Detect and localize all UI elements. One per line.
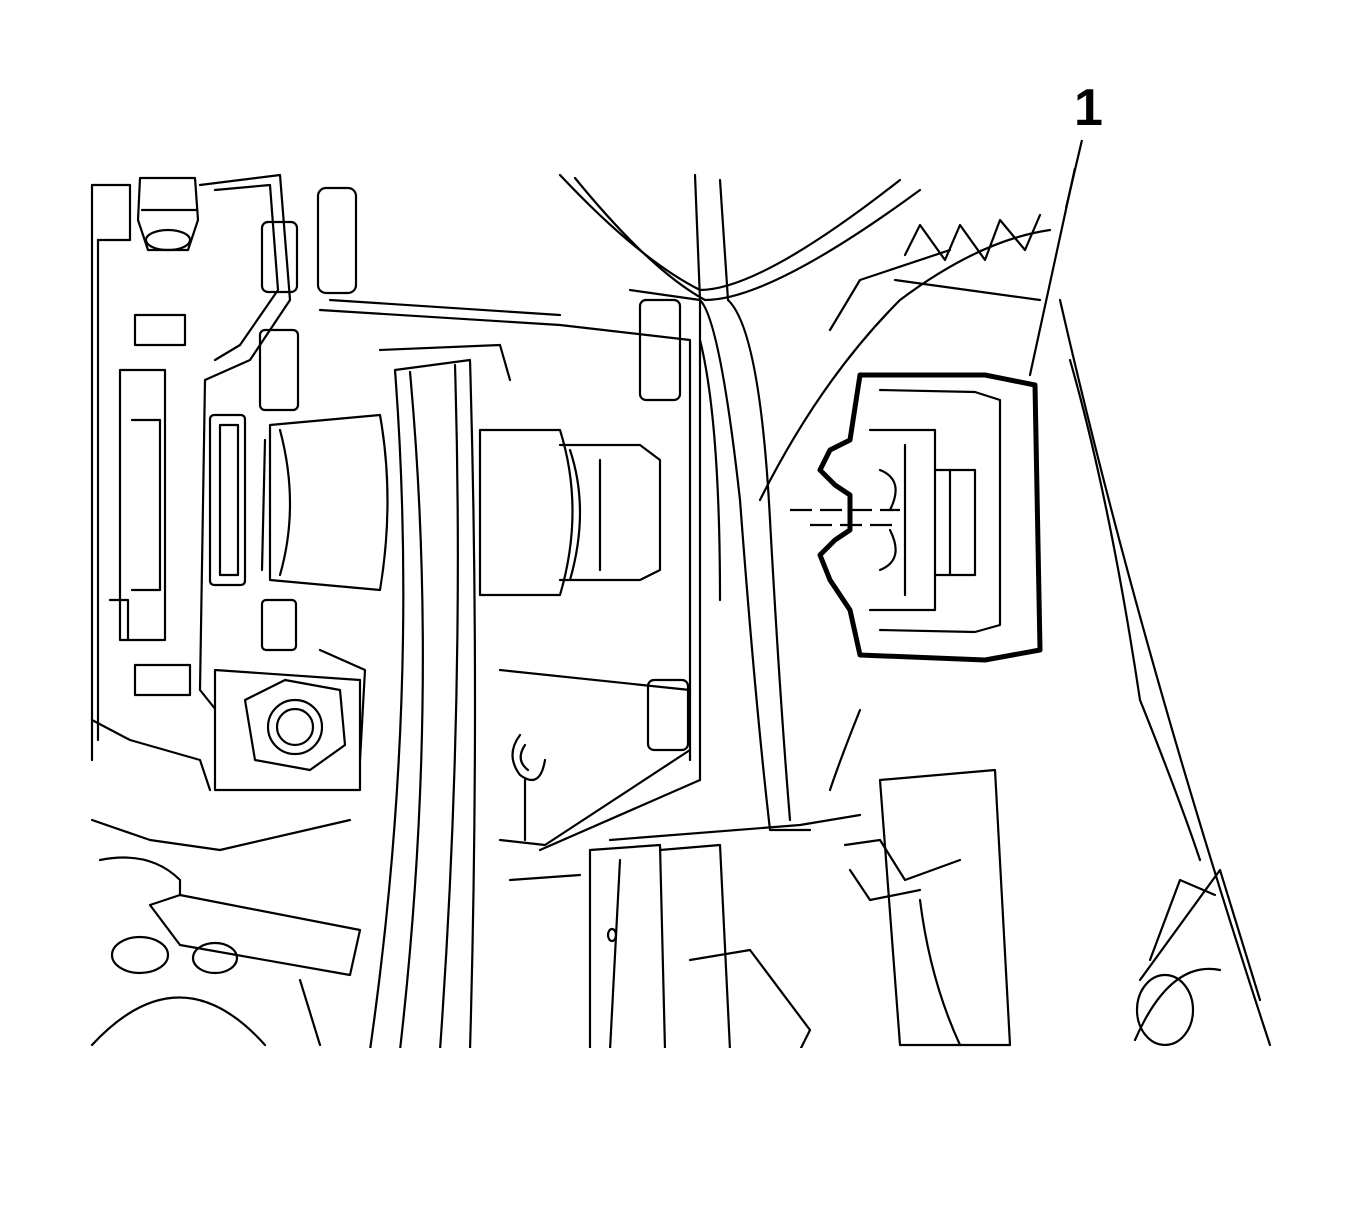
center-support-post (558, 173, 922, 842)
right-housing (758, 213, 1052, 792)
assembly-drawing (90, 168, 1272, 1048)
lower-linkage (498, 668, 702, 882)
callout-leader-top (1064, 139, 1084, 209)
pedal-pivot-tube (208, 413, 662, 597)
lower-left-mount (90, 818, 362, 1047)
pedal-arm (369, 343, 512, 1048)
lower-center-bracket (588, 843, 812, 1048)
hex-bolt (213, 668, 362, 792)
lower-right-bracket (843, 768, 1012, 1047)
callout-label-1: 1 (1074, 79, 1103, 137)
right-side-panel (1058, 298, 1272, 1047)
electrical-connector (790, 372, 1043, 663)
retainer-clip (511, 733, 547, 842)
top-grommet (136, 176, 200, 252)
left-frame-bracket (90, 183, 212, 792)
